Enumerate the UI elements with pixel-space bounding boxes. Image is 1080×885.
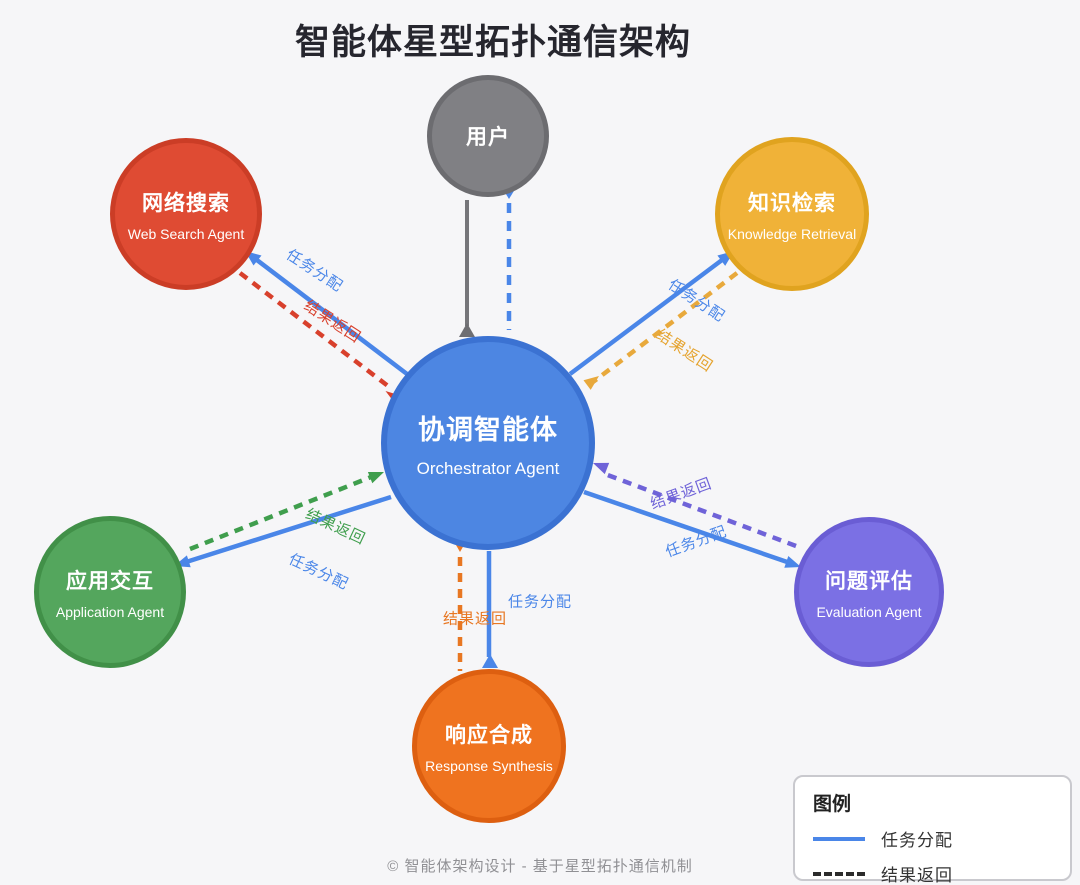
- node-application: 应用交互 Application Agent: [34, 516, 186, 668]
- node-knowledge-retrieval: 知识检索 Knowledge Retrieval: [715, 137, 869, 291]
- node-evaluation-sublabel: Evaluation Agent: [816, 603, 922, 620]
- node-orchestrator-sublabel: Orchestrator Agent: [416, 458, 560, 478]
- footer-caption: © 智能体架构设计 - 基于星型拓扑通信机制: [387, 858, 693, 875]
- knowledge-task-line: [568, 255, 728, 376]
- node-response-sublabel: Response Synthesis: [425, 757, 553, 774]
- node-evaluation: 问题评估 Evaluation Agent: [794, 517, 944, 667]
- node-orchestrator: 协调智能体 Orchestrator Agent: [381, 336, 595, 550]
- legend-solid-line-swatch: [813, 836, 865, 841]
- legend: 图例 任务分配 结果返回: [793, 775, 1072, 885]
- node-user-label: 用户: [466, 126, 510, 149]
- evaluation-result-line: [604, 471, 797, 549]
- diagram-title: 智能体星型拓扑通信架构: [294, 23, 691, 62]
- node-evaluation-label: 问题评估: [825, 569, 913, 593]
- node-orchestrator-label: 协调智能体: [418, 414, 558, 445]
- legend-task-label: 任务分配: [881, 831, 953, 850]
- node-web-search-sublabel: Web Search Agent: [127, 225, 245, 242]
- evaluation-task-line: [583, 489, 794, 567]
- application-task-line: [182, 494, 392, 566]
- websearch-result-line: [238, 271, 390, 388]
- response-task-label: 任务分配: [507, 593, 573, 611]
- knowledge-result-line: [591, 271, 739, 384]
- evaluation-result-arrowhead: [593, 462, 610, 475]
- legend-dashed-line-swatch: [813, 871, 865, 876]
- node-web-search-label: 网络搜索: [142, 191, 230, 215]
- legend-title: 图例: [813, 794, 852, 815]
- application-result-arrowhead: [367, 472, 384, 484]
- legend-item-result: 结果返回: [813, 861, 1070, 885]
- node-knowledge-retrieval-sublabel: Knowledge Retrieval: [727, 225, 857, 242]
- legend-item-task: 任务分配: [813, 826, 1070, 851]
- node-user: 用户: [427, 75, 549, 197]
- node-application-sublabel: Application Agent: [55, 603, 165, 620]
- evaluation-task-arrowhead: [784, 556, 801, 568]
- node-web-search: 网络搜索 Web Search Agent: [110, 138, 262, 290]
- node-response: 响应合成 Response Synthesis: [412, 669, 566, 823]
- node-application-label: 应用交互: [66, 569, 154, 593]
- response-result-label: 结果返回: [442, 610, 508, 628]
- node-knowledge-retrieval-label: 知识检索: [748, 191, 836, 215]
- response-task-arrowhead: [482, 654, 498, 668]
- node-response-label: 响应合成: [445, 723, 533, 747]
- legend-result-label: 结果返回: [881, 866, 953, 885]
- websearch-task-line: [251, 255, 409, 376]
- user-task-arrowhead: [459, 323, 475, 337]
- application-result-line: [189, 474, 372, 552]
- knowledge-result-arrowhead: [583, 376, 599, 390]
